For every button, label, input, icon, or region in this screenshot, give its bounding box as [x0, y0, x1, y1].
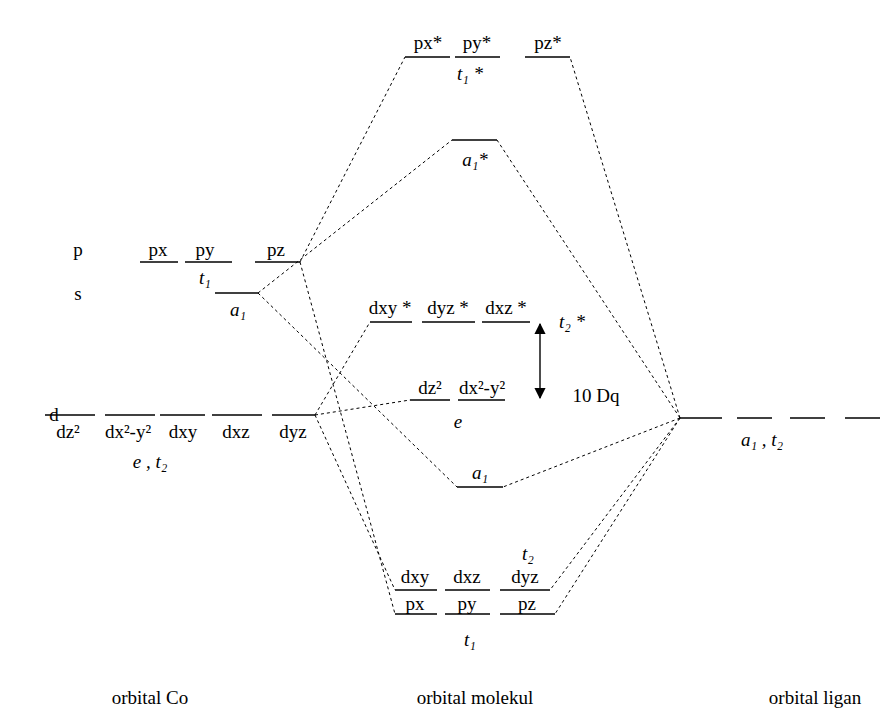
orbital-label: dxy *	[368, 298, 413, 317]
orbital-label: t₂ *	[558, 312, 586, 331]
orbital-label: px	[148, 240, 169, 259]
orbital-label: orbital ligan	[768, 688, 862, 707]
orbital-label: s	[73, 284, 82, 303]
orbital-label: dxy	[400, 567, 431, 586]
orbital-label: dyz *	[426, 298, 470, 317]
orbital-label: dyz	[278, 422, 307, 441]
orbital-label: a₁	[471, 463, 489, 482]
orbital-label: dyz	[510, 567, 539, 586]
orbital-label: t₁ *	[456, 64, 484, 83]
orbital-label: dz²	[55, 422, 81, 441]
orbital-label: dxz *	[484, 298, 528, 317]
orbital-label: dx²-y²	[104, 422, 152, 441]
orbital-label: dz²	[417, 378, 443, 397]
splitting-arrow	[539, 324, 540, 398]
orbital-label: py*	[462, 33, 493, 52]
orbital-label: a₁ , t₂	[740, 430, 784, 449]
orbital-label: e , t₂	[132, 452, 169, 471]
orbital-label: pz	[517, 594, 537, 613]
orbital-label: px*	[413, 33, 444, 52]
orbital-label: dxz	[221, 422, 250, 441]
orbital-label: px	[405, 594, 426, 613]
orbital-label: e	[453, 412, 463, 431]
orbital-label: dxy	[168, 422, 199, 441]
orbital-label: dx²-y²	[458, 378, 506, 397]
orbital-label: t₂	[521, 544, 535, 563]
orbital-label: py	[457, 594, 478, 613]
orbital-label: dxz	[452, 567, 481, 586]
energy-levels	[45, 57, 880, 614]
orbital-label: 10 Dq	[572, 386, 621, 405]
orbital-label: py	[195, 240, 216, 259]
orbital-label: t₁	[463, 630, 477, 649]
orbital-label: orbital molekul	[416, 688, 535, 707]
orbital-label: p	[72, 240, 84, 259]
orbital-label: a₁	[229, 300, 247, 319]
orbital-label: t₁	[198, 268, 212, 287]
orbital-label: a₁*	[461, 150, 489, 169]
correlation-lines	[258, 57, 680, 614]
orbital-label: orbital Co	[111, 688, 190, 707]
orbital-label: pz	[266, 240, 286, 259]
orbital-label: pz*	[533, 33, 562, 52]
